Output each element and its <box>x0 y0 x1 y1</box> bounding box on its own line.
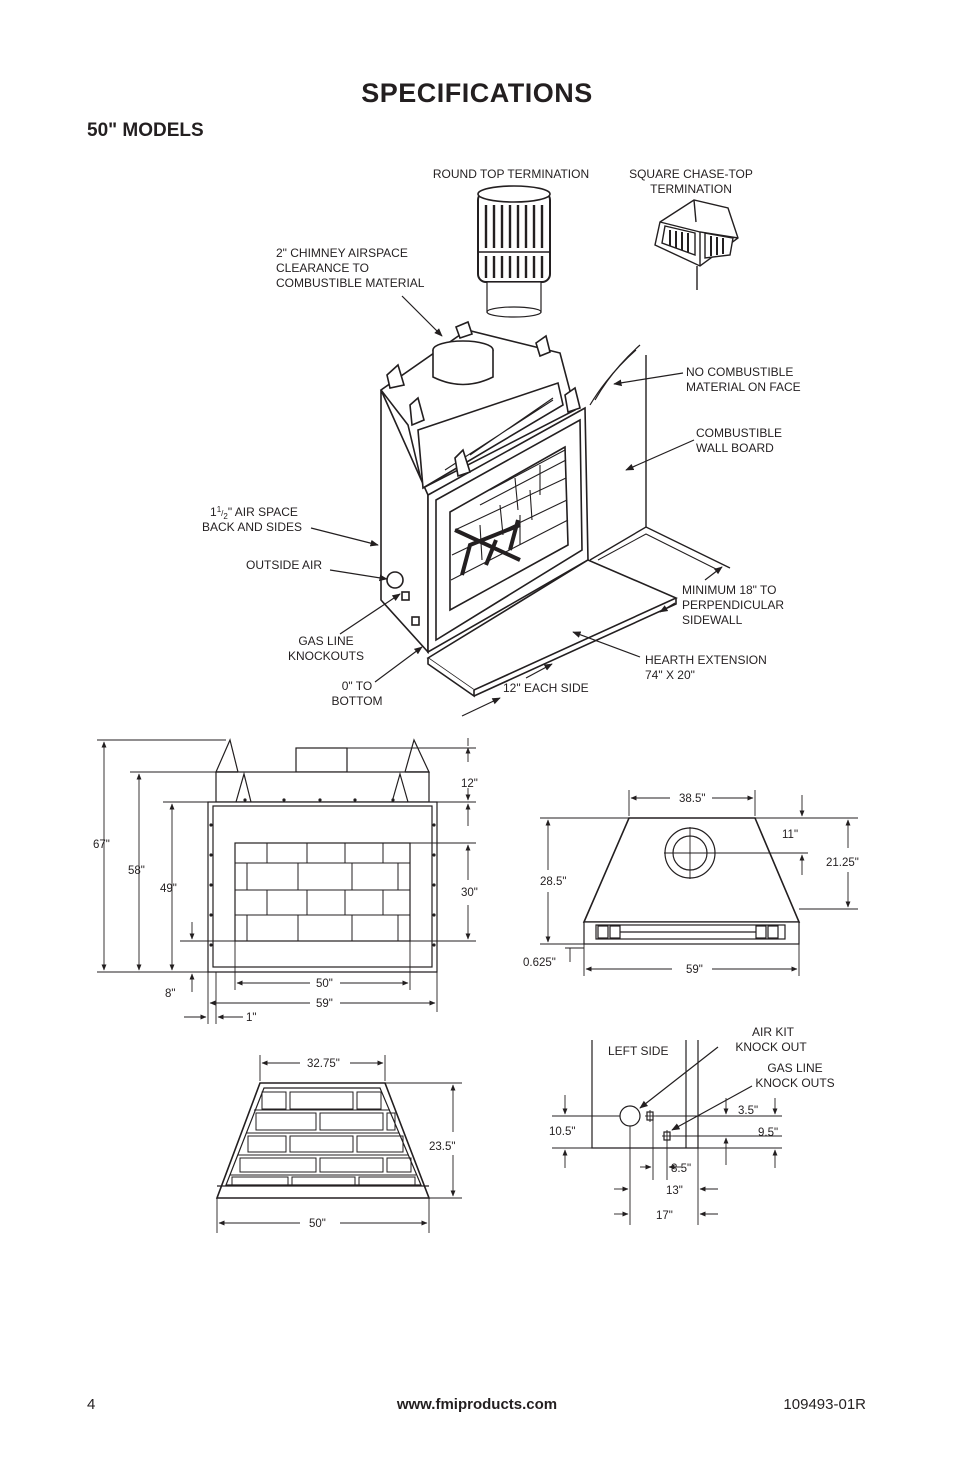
chimney-label-line3: COMBUSTIBLE MATERIAL <box>276 276 425 290</box>
website-link[interactable]: www.fmiproducts.com <box>396 1396 558 1413</box>
dim-1: 1" <box>246 1012 256 1024</box>
wallboard-label-line2: WALL BOARD <box>696 441 774 455</box>
dim-23-5: 23.5" <box>429 1141 455 1153</box>
dim-top-59: 59" <box>686 964 703 976</box>
wallboard-label-line1: COMBUSTIBLE <box>696 426 782 440</box>
zero-bottom-label-line1: 0" TO <box>342 679 373 693</box>
round-top-label: ROUND TOP TERMINATION <box>433 167 589 181</box>
round-top-termination-illustration <box>477 185 551 318</box>
airspace-label-line1: 11/2" AIR SPACE <box>210 505 298 521</box>
dim-28-5: 28.5" <box>540 876 566 888</box>
no-combustible-label-line1: NO COMBUSTIBLE <box>686 365 793 379</box>
top-view-drawing: 38.5" 11" 21.25" 28.5" 0.625" 59" <box>523 790 859 976</box>
dim-8: 8" <box>165 988 175 1000</box>
gasline-label-line1: GAS LINE <box>298 634 353 648</box>
zero-bottom-label-line2: BOTTOM <box>331 694 382 708</box>
front-view-drawing: 67" 58" 49" 8" 12" 30" 50" 59" 1" <box>93 738 478 1024</box>
dim-49: 49" <box>160 883 177 895</box>
min18-label-line3: SIDEWALL <box>682 613 743 627</box>
airspace-label-line2: BACK AND SIDES <box>202 520 302 534</box>
page-number: 4 <box>87 1396 96 1413</box>
dim-59: 59" <box>316 998 333 1010</box>
outside-air-label: OUTSIDE AIR <box>246 558 322 572</box>
dim-8-5: 8.5" <box>671 1163 691 1175</box>
document-number: 109493-01R <box>783 1396 866 1413</box>
chimney-label-line1: 2" CHIMNEY AIRSPACE <box>276 246 408 260</box>
square-top-label-line1: SQUARE CHASE-TOP <box>629 167 753 181</box>
hearth-label-line2: 74" X 20" <box>645 668 695 682</box>
square-chase-top-illustration <box>654 199 739 290</box>
min18-label-line1: MINIMUM 18" TO <box>682 583 777 597</box>
firebox-view-drawing: 32.75" 23.5" 50" <box>215 1055 462 1233</box>
dim-58: 58" <box>128 865 145 877</box>
dim-13: 13" <box>666 1185 683 1197</box>
no-combustible-label-line2: MATERIAL ON FACE <box>686 380 801 394</box>
dim-11: 11" <box>782 829 798 841</box>
dim-17: 17" <box>656 1210 673 1222</box>
each-side-label: 12" EACH SIDE <box>503 681 589 695</box>
dim-38-5: 38.5" <box>679 793 705 805</box>
dim-firebox-50: 50" <box>309 1218 326 1230</box>
dim-32-75: 32.75" <box>307 1058 340 1070</box>
side-view-drawing: LEFT SIDE AIR KIT KNOCK OUT GAS LINE KNO… <box>549 1025 835 1225</box>
chimney-label-line2: CLEARANCE TO <box>276 261 369 275</box>
dim-30: 30" <box>461 887 478 899</box>
hearth-label-line1: HEARTH EXTENSION <box>645 653 767 667</box>
dim-3-5: 3.5" <box>738 1105 758 1117</box>
dim-10-5: 10.5" <box>549 1126 575 1138</box>
dim-9-5: 9.5" <box>758 1127 778 1139</box>
dim-12: 12" <box>461 778 478 790</box>
page-title: SPECIFICATIONS <box>361 78 593 108</box>
airkit-label-line2: KNOCK OUT <box>735 1040 807 1054</box>
dim-50: 50" <box>316 978 333 990</box>
airkit-label-line1: AIR KIT <box>752 1025 795 1039</box>
dim-67: 67" <box>93 839 110 851</box>
min18-label-line2: PERPENDICULAR <box>682 598 784 612</box>
gasline-label-line2: KNOCKOUTS <box>288 649 364 663</box>
section-subtitle: 50" MODELS <box>87 120 204 141</box>
fireplace-body-illustration <box>379 320 731 698</box>
isometric-fireplace-drawing: ROUND TOP TERMINATION SQUARE CHASE-TOP T… <box>202 167 801 717</box>
gas-knockouts-label-line1: GAS LINE <box>767 1061 822 1075</box>
gas-knockouts-label-line2: KNOCK OUTS <box>755 1076 834 1090</box>
dim-21-25: 21.25" <box>826 857 859 869</box>
left-side-label: LEFT SIDE <box>608 1044 668 1058</box>
square-top-label-line2: TERMINATION <box>650 182 732 196</box>
dim-0-625: 0.625" <box>523 957 556 969</box>
